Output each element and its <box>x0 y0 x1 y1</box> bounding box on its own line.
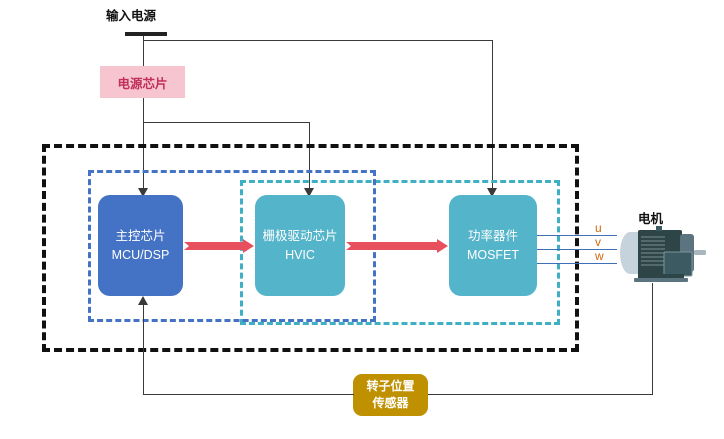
wire-branch-to-mosfet <box>492 40 493 193</box>
block-sensor-line1: 转子位置 <box>366 378 415 393</box>
wire-branch-to-hvic <box>309 122 310 193</box>
motor-title: 电机 <box>638 212 664 226</box>
flow-arrow-shaft <box>346 242 437 250</box>
block-mosfet-line1: 功率器件 <box>467 229 518 244</box>
wire-bus-branch-right <box>143 40 492 41</box>
flow-arrow-hvic-to-mosfet <box>346 239 448 253</box>
flow-arrow-tail-notch <box>184 242 189 250</box>
wire-bus-to-powerchip <box>143 36 144 66</box>
flow-arrow-mcu-to-hvic <box>184 239 254 253</box>
wire-sensor-to-motor <box>428 394 653 395</box>
phase-line-w <box>537 263 617 264</box>
wire-motor-down-to-feedback <box>652 283 653 395</box>
arrowhead-into-mcu <box>138 188 148 197</box>
flow-arrow-head <box>243 239 254 253</box>
block-mcu-dsp[interactable]: 主控芯片 MCU/DSP <box>98 195 183 296</box>
arrowhead-into-mosfet <box>487 188 497 197</box>
phase-line-v <box>537 249 617 250</box>
wire-sensor-to-mcu-horizontal <box>143 394 354 395</box>
input-power-title: 输入电源 <box>106 9 157 23</box>
controller-boundary-group <box>42 144 579 352</box>
block-mosfet-line2: MOSFET <box>466 247 520 262</box>
block-mcu-line1: 主控芯片 <box>115 229 166 244</box>
wire-powerchip-branch-hvic <box>143 122 309 123</box>
driver-power-group <box>240 180 560 325</box>
flow-arrow-head <box>437 239 448 253</box>
phase-line-u <box>537 235 617 236</box>
phase-label-v: v <box>595 235 601 249</box>
phase-label-u: u <box>595 221 602 235</box>
block-gate-driver-hvic[interactable]: 栅极驱动芯片 HVIC <box>255 195 345 296</box>
phase-label-w: w <box>595 249 604 263</box>
flow-arrow-tail-notch <box>346 242 351 250</box>
block-mcu-line2: MCU/DSP <box>111 247 170 262</box>
block-sensor-line2: 传感器 <box>372 396 409 410</box>
power-chip-label: 电源芯片 <box>100 66 185 98</box>
block-hvic-line1: 栅极驱动芯片 <box>262 229 338 244</box>
arrowhead-feedback-into-mcu <box>138 296 148 305</box>
block-power-mosfet[interactable]: 功率器件 MOSFET <box>449 195 537 296</box>
wire-feedback-up-to-mcu <box>143 305 144 395</box>
block-hvic-line2: HVIC <box>285 247 315 262</box>
arrowhead-into-hvic <box>304 188 314 197</box>
flow-arrow-shaft <box>184 242 243 250</box>
block-rotor-position-sensor[interactable]: 转子位置 传感器 <box>353 374 428 416</box>
motor-icon <box>620 226 706 282</box>
dc-bus-bar <box>125 32 167 36</box>
